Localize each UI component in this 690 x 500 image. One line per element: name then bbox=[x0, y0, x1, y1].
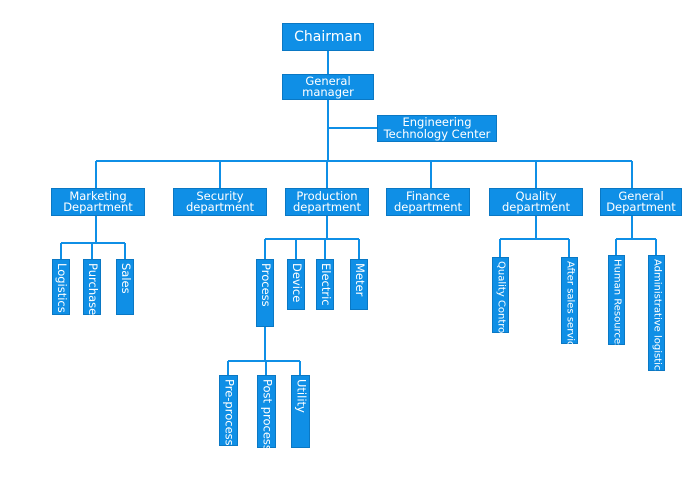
node-utility: Utility bbox=[291, 375, 310, 448]
node-purchase: Purchase bbox=[83, 259, 101, 315]
node-electric: Electric bbox=[316, 259, 334, 310]
node-post-process: Post process bbox=[257, 375, 276, 451]
node-logistics: Logistics bbox=[52, 259, 70, 315]
node-human-resources: Human Resources bbox=[608, 255, 625, 349]
node-after-sales-service: After sales service bbox=[561, 257, 578, 353]
node-pre-process: Pre-process bbox=[219, 375, 238, 446]
node-sales: Sales bbox=[116, 259, 134, 315]
node-device: Device bbox=[287, 259, 305, 310]
node-administrative-logistics: Administrative logistics bbox=[648, 255, 665, 376]
node-process: Process bbox=[256, 259, 274, 327]
node-quality-control: Quality Control bbox=[492, 257, 509, 336]
node-meter: Meter bbox=[350, 259, 368, 310]
node-chairman: Chairman bbox=[282, 23, 374, 51]
